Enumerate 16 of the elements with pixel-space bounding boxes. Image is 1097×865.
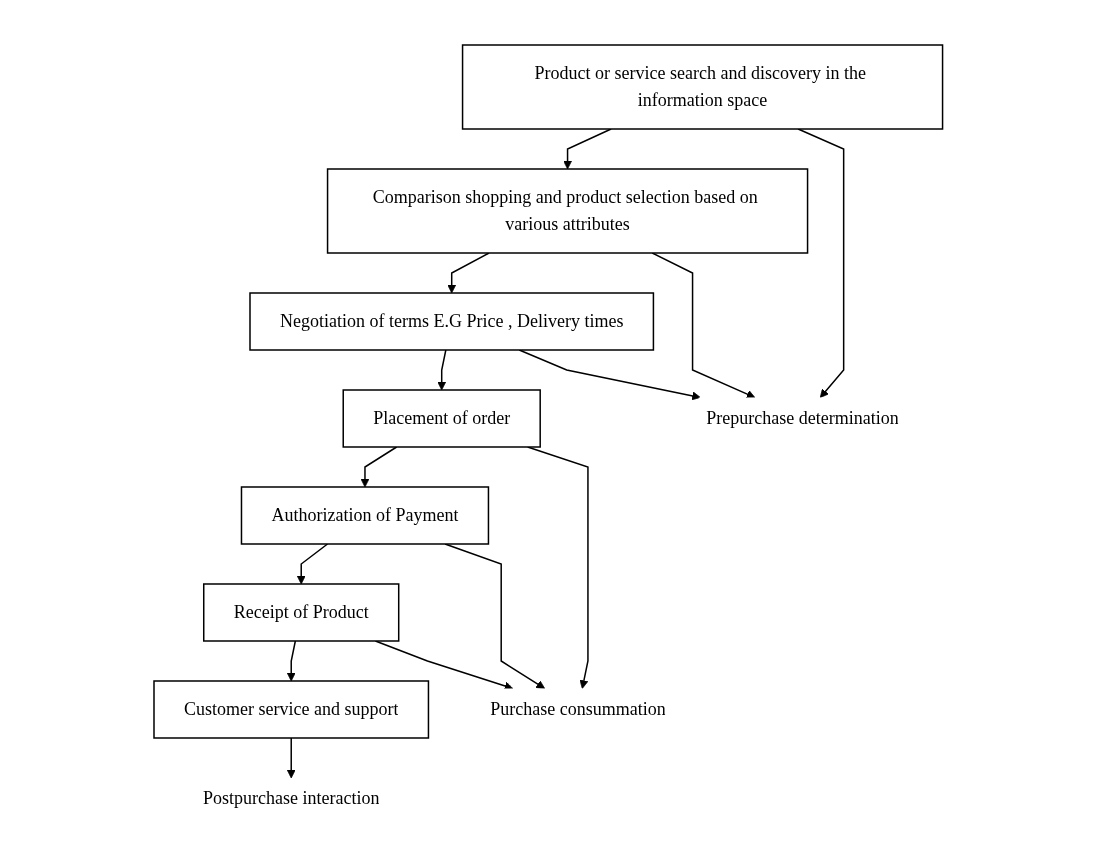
arrow — [437, 349, 447, 391]
node-text: Prepurchase determination — [706, 408, 899, 428]
arrow — [651, 252, 756, 399]
node-box: Negotiation of terms E.G Price , Delivery times — [249, 292, 655, 351]
node-box: Placement of order — [342, 389, 542, 448]
node-text: Postpurchase interaction — [203, 788, 380, 809]
node-box: Authorization of Payment — [240, 486, 490, 545]
node-box: Receipt of Product — [203, 583, 400, 642]
arrow — [297, 543, 329, 585]
node-box: Product or service search and discovery in the information space — [462, 44, 944, 130]
node-text: Purchase consummation — [490, 699, 666, 719]
arrow — [360, 446, 398, 488]
node-box: Customer service and support — [153, 680, 430, 739]
node-box: Comparison shopping and product selection based on various attributes — [327, 168, 809, 254]
arrow — [287, 737, 296, 779]
arrow — [287, 640, 297, 682]
